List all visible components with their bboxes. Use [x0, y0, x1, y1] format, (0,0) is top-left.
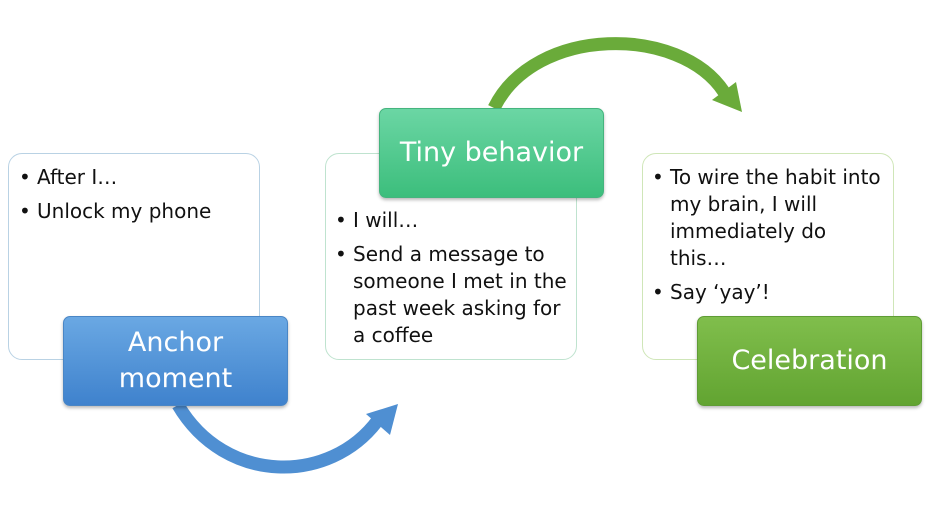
anchor-to-tiny-arrowhead	[366, 404, 398, 435]
celebration-bullet-list: To wire the habit into my brain, I will …	[652, 164, 885, 306]
celebration-label-text: Celebration	[731, 345, 888, 376]
tiny-behavior-label-text: Tiny behavior	[399, 137, 584, 168]
tiny-to-celebration-arrow	[488, 37, 730, 112]
celebration-bullet-1: To wire the habit into my brain, I will …	[652, 164, 885, 272]
anchor-to-tiny-arrow	[172, 401, 384, 474]
tiny-to-celebration-arrowhead	[712, 82, 742, 112]
anchor-bullet-2: Unlock my phone	[19, 198, 249, 225]
tiny-behavior-bullet-2: Send a message to someone I met in the p…	[335, 241, 568, 349]
anchor-bullet-list: After I… Unlock my phone	[19, 164, 249, 225]
anchor-moment-label: Anchor moment	[63, 316, 288, 406]
tiny-behavior-bullet-list: I will… Send a message to someone I met …	[335, 207, 568, 349]
tiny-behavior-label: Tiny behavior	[379, 108, 604, 198]
anchor-moment-label-text: Anchor moment	[118, 327, 233, 394]
anchor-bullet-1: After I…	[19, 164, 249, 191]
celebration-label: Celebration	[697, 316, 922, 406]
celebration-bullet-2: Say ‘yay’!	[652, 279, 885, 306]
tiny-behavior-bullet-1: I will…	[335, 207, 568, 234]
